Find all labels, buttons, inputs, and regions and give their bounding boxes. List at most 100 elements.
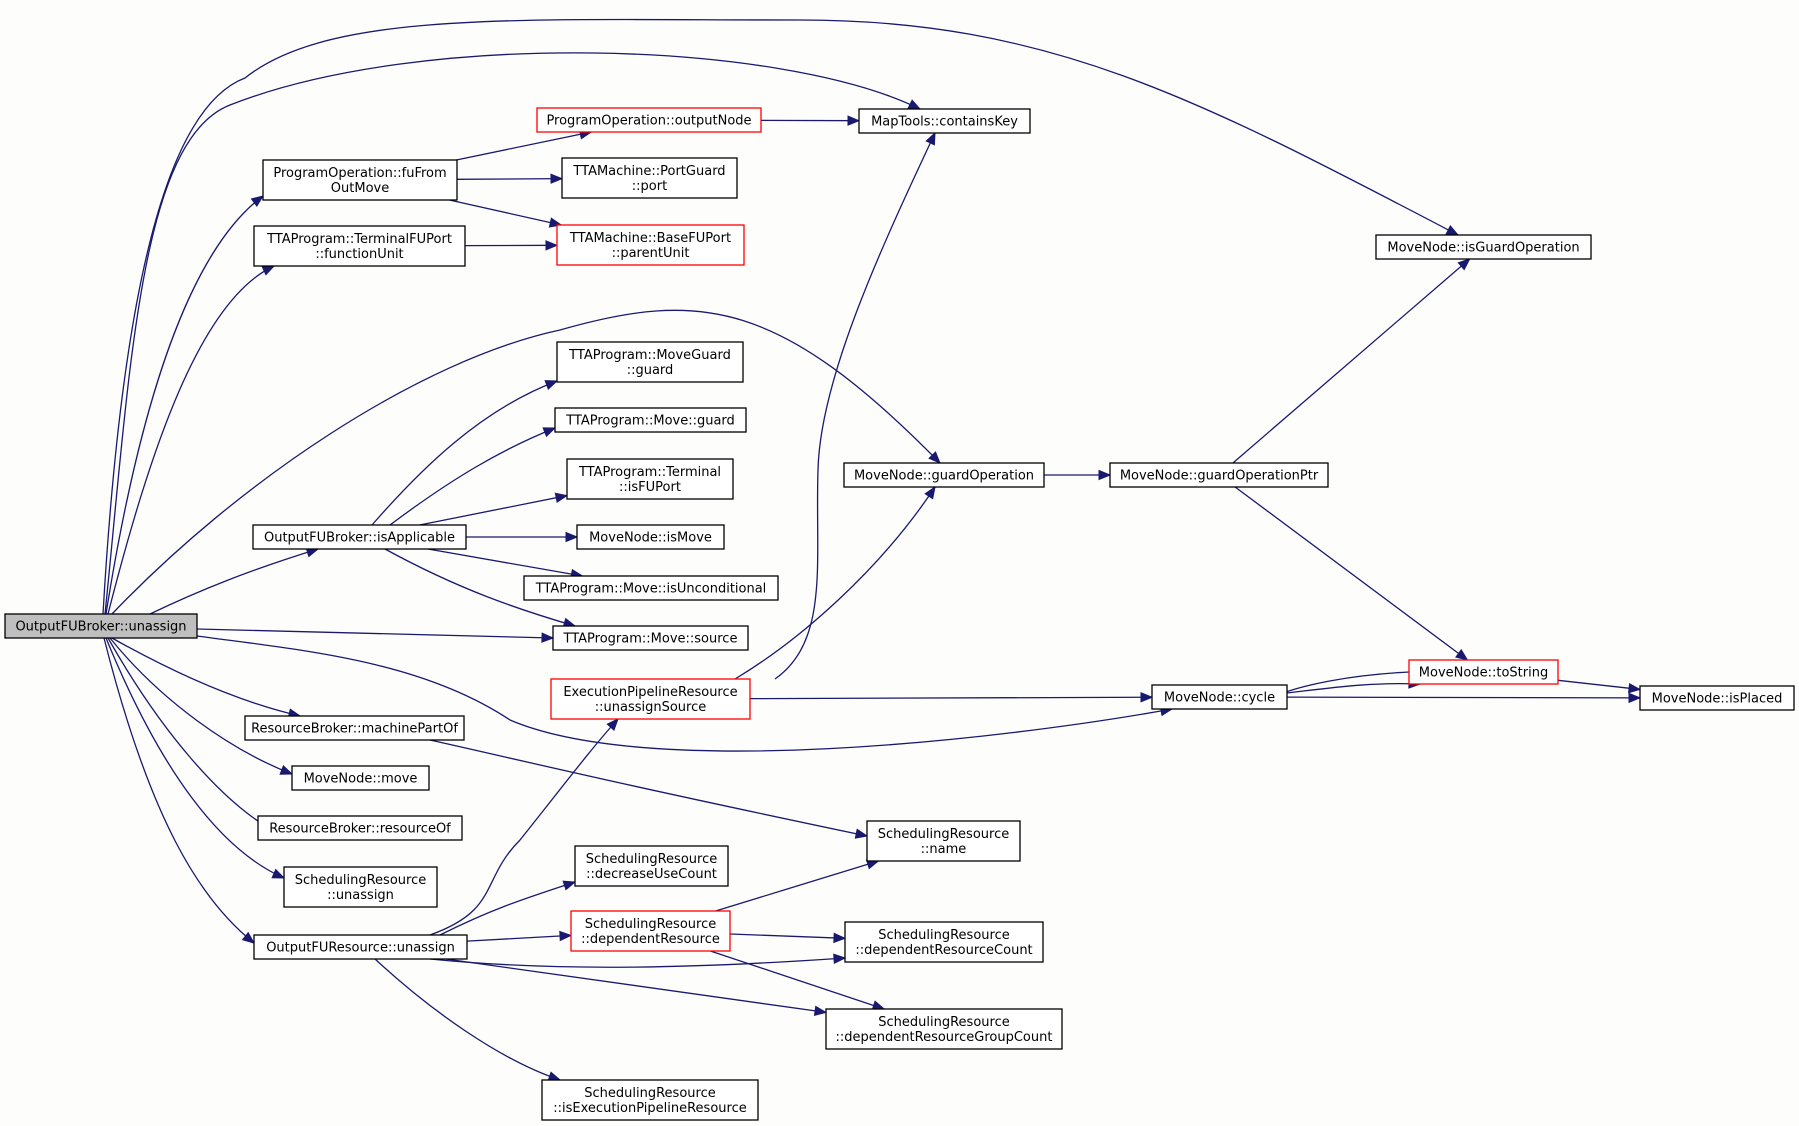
node-containsKey[interactable]: MapTools::containsKey [858, 108, 1031, 134]
arrowhead [241, 931, 256, 944]
node-guardOperationPtr[interactable]: MoveNode::guardOperationPtr [1109, 462, 1329, 488]
node-label: MoveNode::guardOperationPtr [1120, 469, 1319, 484]
node-label: ::unassign [327, 888, 394, 903]
node-label: SchedulingResource [585, 917, 716, 932]
node-srUnassign[interactable]: SchedulingResource::unassign [283, 866, 438, 908]
node-isMove[interactable]: MoveNode::isMove [576, 524, 725, 550]
edge-outputNode-to-containsKey [760, 115, 861, 126]
node-box [556, 341, 744, 383]
node-functionUnit[interactable]: TTAProgram::TerminalFUPort::functionUnit [253, 225, 466, 267]
node-nodeMove[interactable]: MoveNode::move [291, 765, 430, 791]
node-label: ::parentUnit [612, 246, 690, 261]
node-resourceOf[interactable]: ResourceBroker::resourceOf [257, 815, 463, 841]
node-decreaseUseCount[interactable]: SchedulingResource::decreaseUseCount [574, 845, 729, 887]
node-label: MoveNode::isGuardOperation [1387, 241, 1579, 256]
arrowhead [1457, 258, 1471, 271]
edge-unassignSource-to-containsKey [774, 131, 936, 680]
node-isExecutionPipelineResource[interactable]: SchedulingResource::isExecutionPipelineR… [541, 1079, 759, 1121]
edge-unassignSource-to-guardOperation [734, 485, 936, 680]
node-label: ::name [921, 842, 967, 857]
node-label: TTAMachine::PortGuard [572, 164, 725, 179]
node-guardOperation[interactable]: MoveNode::guardOperation [843, 462, 1045, 488]
node-toString[interactable]: MoveNode::toString [1408, 659, 1559, 685]
node-dependentResource[interactable]: SchedulingResource::dependentResource [570, 910, 731, 952]
node-machinePartOf[interactable]: ResourceBroker::machinePartOf [244, 715, 465, 741]
node-box [566, 458, 734, 500]
node-box [262, 159, 458, 201]
node-label: MoveNode::isPlaced [1652, 692, 1783, 707]
node-isPlaced[interactable]: MoveNode::isPlaced [1639, 685, 1795, 711]
edge-isApplicable-to-moveGuardGuard [371, 380, 559, 526]
arrowhead [565, 531, 579, 543]
node-box [570, 910, 731, 952]
node-label: OutMove [331, 181, 389, 196]
edge-ofuUnassign-to-dependentResourceGroupCount [445, 958, 828, 1017]
edge-guardOperationPtr-to-toString [1234, 486, 1469, 661]
node-label: TTAProgram::Move::isUnconditional [535, 582, 767, 597]
edge-isApplicable-to-moveGuard [389, 427, 557, 526]
edge-fuFromOutMove-to-outputNode [456, 129, 593, 161]
arrowhead [907, 99, 922, 110]
node-isFUPort[interactable]: TTAProgram::Terminal::isFUPort [566, 458, 734, 500]
node-unassignSource[interactable]: ExecutionPipelineResource::unassignSourc… [550, 678, 751, 720]
node-box [858, 108, 1031, 134]
node-root[interactable]: OutputFUBroker::unassign [4, 613, 198, 639]
edge-root-to-guardOperation [111, 309, 941, 615]
node-box [291, 765, 430, 791]
node-label: ::decreaseUseCount [586, 867, 717, 882]
arrowhead [833, 932, 847, 944]
node-label: OutputFUBroker::unassign [15, 620, 186, 635]
arrowhead [1445, 225, 1460, 236]
arrowhead [924, 485, 936, 500]
node-label: MapTools::containsKey [871, 115, 1018, 130]
arrowhead [813, 1005, 828, 1017]
node-box [1408, 659, 1559, 685]
node-dependentResourceCount[interactable]: SchedulingResource::dependentResourceCou… [844, 921, 1044, 963]
edge-root-to-containsKey [104, 52, 922, 615]
node-box [283, 866, 438, 908]
node-isUnconditional[interactable]: TTAProgram::Move::isUnconditional [523, 575, 779, 601]
edges-layer [102, 18, 1642, 1082]
arrowhead [542, 427, 557, 438]
edge-fuFromOutMove-to-portGuardPort [456, 173, 564, 184]
node-portGuardPort[interactable]: TTAMachine::PortGuard::port [561, 157, 738, 199]
node-label: SchedulingResource [878, 928, 1009, 943]
node-srName[interactable]: SchedulingResource::name [866, 820, 1021, 862]
edge-machinePartOf-to-srName [429, 739, 869, 839]
edge-toString-to-cycle [1271, 671, 1410, 698]
edge-root-to-fuFromOutMove [105, 195, 265, 615]
node-box [550, 678, 751, 720]
node-label: ::unassignSource [595, 700, 707, 715]
node-isGuardOperation[interactable]: MoveNode::isGuardOperation [1375, 234, 1592, 260]
node-moveSource[interactable]: TTAProgram::Move::source [552, 625, 749, 651]
arrowhead [541, 632, 555, 643]
edge-guardOperation-to-guardOperationPtr [1044, 469, 1112, 481]
node-moveGuardGuard[interactable]: TTAProgram::MoveGuard::guard [556, 341, 744, 383]
node-box [574, 845, 729, 887]
node-box [1639, 685, 1795, 711]
edge-root-to-nodeMove [109, 637, 294, 775]
node-box [253, 225, 466, 267]
arrowhead [1627, 682, 1642, 694]
arrowhead [250, 195, 265, 208]
edge-root-to-moveSource [196, 628, 555, 643]
node-label: ::port [632, 179, 667, 194]
node-cycle[interactable]: MoveNode::cycle [1151, 684, 1288, 710]
edge-root-to-functionUnit [107, 265, 276, 615]
node-label: TTAProgram::Terminal [578, 465, 721, 480]
arrowhead [261, 265, 276, 276]
node-box [541, 1079, 759, 1121]
node-parentUnit[interactable]: TTAMachine::BaseFUPort::parentUnit [556, 224, 745, 266]
arrowhead [928, 451, 941, 464]
node-isApplicable[interactable]: OutputFUBroker::isApplicable [252, 524, 467, 550]
node-outputNode[interactable]: ProgramOperation::outputNode [536, 107, 762, 133]
node-box [1151, 684, 1288, 710]
node-dependentResourceGroupCount[interactable]: SchedulingResource::dependentResourceGro… [825, 1008, 1063, 1050]
node-moveGuard[interactable]: TTAProgram::Move::guard [554, 407, 747, 433]
node-box [844, 921, 1044, 963]
node-ofuUnassign[interactable]: OutputFUResource::unassign [253, 934, 468, 960]
node-label: OutputFUResource::unassign [266, 941, 455, 956]
edge-cycle-to-isPlaced [1286, 692, 1642, 704]
